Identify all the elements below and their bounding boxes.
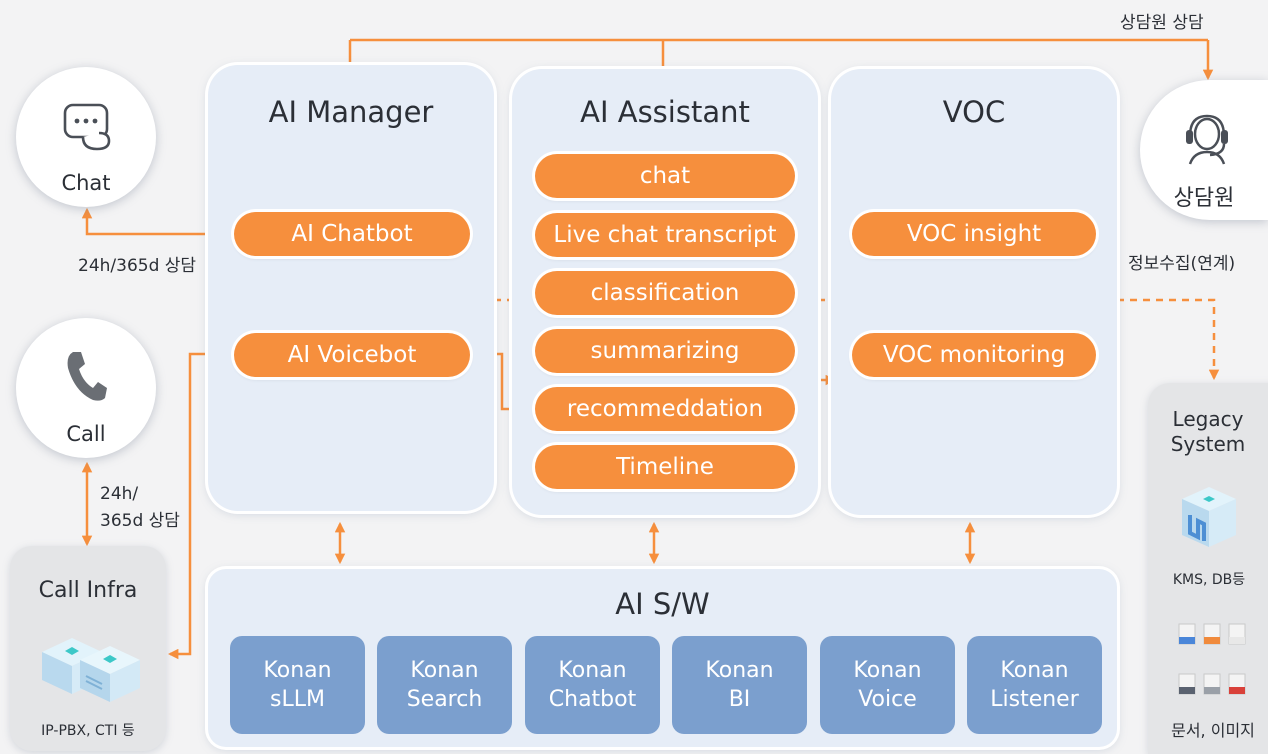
- chat-node: Chat: [16, 67, 156, 207]
- module-line2: Search: [406, 687, 483, 712]
- assistant-item-recommendation: recommeddation: [535, 387, 795, 431]
- ai-assistant-title: AI Assistant: [580, 95, 750, 129]
- legacy-system-panel: Legacy System KMS, DB등 문서, 이미지: [1148, 383, 1268, 754]
- voc-insight-pill: VOC insight: [852, 212, 1096, 256]
- call-infra-caption: IP-PBX, CTI 등: [41, 723, 135, 739]
- call-infra-panel: Call Infra IP-PBX, CTI 등: [10, 546, 166, 751]
- ai-manager-panel: AI Manager: [208, 65, 494, 511]
- konan-chatbot-module: Konan Chatbot: [525, 636, 660, 734]
- voc-monitoring-pill: VOC monitoring: [852, 333, 1096, 377]
- assistant-item-chat: chat: [535, 154, 795, 198]
- phone-icon: [67, 352, 107, 401]
- konan-search-module: Konan Search: [377, 636, 512, 734]
- call-edge-label-2: 365d 상담: [100, 511, 180, 531]
- module-line1: Konan: [263, 658, 332, 683]
- module-line1: Konan: [705, 658, 774, 683]
- module-line2: BI: [728, 687, 751, 712]
- call-infra-title: Call Infra: [38, 578, 138, 603]
- ppt-file-icon: [1203, 623, 1221, 645]
- ai-voicebot-pill: AI Voicebot: [234, 333, 470, 377]
- module-line2: sLLM: [270, 687, 325, 712]
- module-line1: Konan: [853, 658, 922, 683]
- headset-agent-icon: [1186, 114, 1228, 165]
- kms-database-icon: [1182, 487, 1236, 547]
- voc-panel: VOC: [831, 69, 1117, 515]
- call-edge-label-1: 24h/: [100, 484, 139, 504]
- chat-bubble-icon: [63, 103, 111, 151]
- counselor-label: 상담원 상담: [1120, 13, 1204, 33]
- ai-sw-title: AI S/W: [615, 587, 710, 621]
- docs-caption: 문서, 이미지: [1171, 721, 1255, 740]
- agent-node: 상담원: [1140, 80, 1268, 220]
- module-line1: Konan: [558, 658, 627, 683]
- ai-chatbot-pill: AI Chatbot: [234, 212, 470, 256]
- xls-file-icon: [1228, 623, 1246, 645]
- legacy-title-1: Legacy: [1172, 407, 1244, 431]
- module-line1: Konan: [410, 658, 479, 683]
- zip-file-icon: [1178, 673, 1196, 695]
- chat-label: Chat: [61, 171, 111, 195]
- doc-file-icon: [1178, 623, 1196, 645]
- legacy-title-2: System: [1170, 432, 1246, 456]
- konan-bi-module: Konan BI: [672, 636, 807, 734]
- agent-label: 상담원: [1173, 186, 1235, 211]
- module-line2: Listener: [990, 687, 1079, 712]
- call-label: Call: [66, 422, 106, 446]
- pdf-file-icon: [1228, 673, 1246, 695]
- txt-file-icon: [1203, 673, 1221, 695]
- assistant-item-classification: classification: [535, 271, 795, 315]
- assistant-item-summarizing: summarizing: [535, 329, 795, 373]
- konan-listener-module: Konan Listener: [967, 636, 1102, 734]
- konan-voice-module: Konan Voice: [820, 636, 955, 734]
- konan-sllm-module: Konan sLLM: [230, 636, 365, 734]
- assistant-item-live-chat-transcript: Live chat transcript: [535, 213, 795, 257]
- chat-edge-label: 24h/365d 상담: [78, 256, 197, 276]
- server-icon: [42, 638, 140, 702]
- info-collect-label: 정보수집(연계): [1128, 254, 1236, 274]
- call-node: Call: [16, 318, 156, 458]
- module-line1: Konan: [1000, 658, 1069, 683]
- module-line2: Voice: [858, 687, 917, 712]
- voc-title: VOC: [942, 95, 1006, 129]
- ai-manager-title: AI Manager: [268, 95, 434, 129]
- module-line2: Chatbot: [548, 687, 637, 712]
- assistant-item-timeline: Timeline: [535, 445, 795, 489]
- kms-caption: KMS, DB등: [1172, 572, 1246, 588]
